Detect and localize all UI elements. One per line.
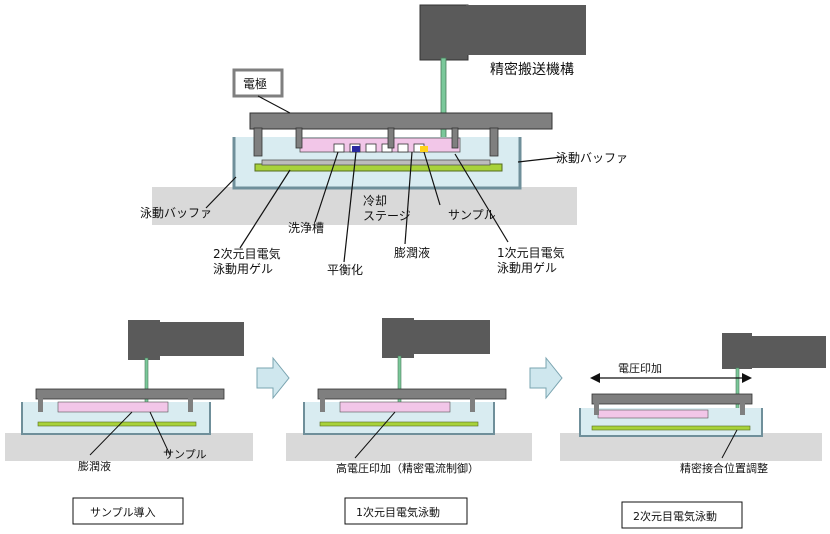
step-arrow-1	[256, 356, 290, 400]
balance-label: 平衡化	[327, 263, 363, 277]
step1-caption-box	[72, 497, 184, 525]
gel-support	[261, 159, 491, 166]
step3-caption-box	[621, 501, 743, 529]
gel2d-label-2: 泳動用ゲル	[213, 262, 273, 276]
electrode-label-box	[232, 68, 284, 98]
step2-caption: 1次元目電気泳動	[356, 505, 440, 519]
step1-annot-2: サンプル	[163, 448, 207, 461]
gel1d-label-1: 1次元目電気	[497, 245, 565, 260]
step-arrow-2	[529, 356, 563, 400]
step1-caption: サンプル導入	[90, 505, 156, 519]
step3-caption: 2次元目電気泳動	[633, 509, 717, 523]
main-apparatus: 電極 精密搬送機構 泳動バッファ 泳動バッファ 洗浄槽 冷却 ステージ サンプル…	[140, 4, 628, 277]
step3-top-label: 電圧印加	[618, 362, 662, 375]
step-2: 高電圧印加（精密電流制御） 1次元目電気泳動	[286, 318, 532, 525]
cooling-label-2: ステージ	[363, 209, 411, 223]
gel2d-label-1: 2次元目電気	[213, 246, 281, 261]
sample-strip	[299, 137, 461, 153]
electrode-label: 電極	[243, 76, 267, 91]
leader-lines	[205, 151, 563, 263]
cooling-label-1: 冷却	[363, 194, 387, 208]
step1-annot-1: 膨潤液	[78, 459, 111, 473]
step3-annot-1: 精密接合位置調整	[680, 461, 768, 475]
transport-rod	[440, 57, 447, 149]
electrode-plate	[249, 112, 553, 130]
transport-arm-beam	[466, 5, 586, 55]
gel1d-label-2: 泳動用ゲル	[497, 261, 557, 275]
swell-label: 膨潤液	[394, 245, 430, 260]
electrode-pins	[253, 127, 499, 157]
transport-arm-head	[419, 4, 469, 61]
buffer-right-label: 泳動バッファ	[556, 151, 628, 165]
balance-well	[352, 146, 360, 152]
step-3: 電圧印加 精密接合位置調整 2次元目電気泳動	[560, 333, 826, 529]
sample-well	[420, 146, 428, 152]
wash-label: 洗浄槽	[288, 221, 324, 235]
sample-label: サンプル	[448, 208, 496, 222]
buffer-left-label: 泳動バッファ	[140, 206, 212, 220]
step2-caption-box	[344, 497, 468, 525]
step-1: 膨潤液 サンプル サンプル導入	[5, 320, 253, 525]
transport-label: 精密搬送機構	[490, 61, 574, 78]
cooling-stage	[152, 187, 577, 225]
step2-annot-1: 高電圧印加（精密電流制御）	[336, 461, 479, 475]
